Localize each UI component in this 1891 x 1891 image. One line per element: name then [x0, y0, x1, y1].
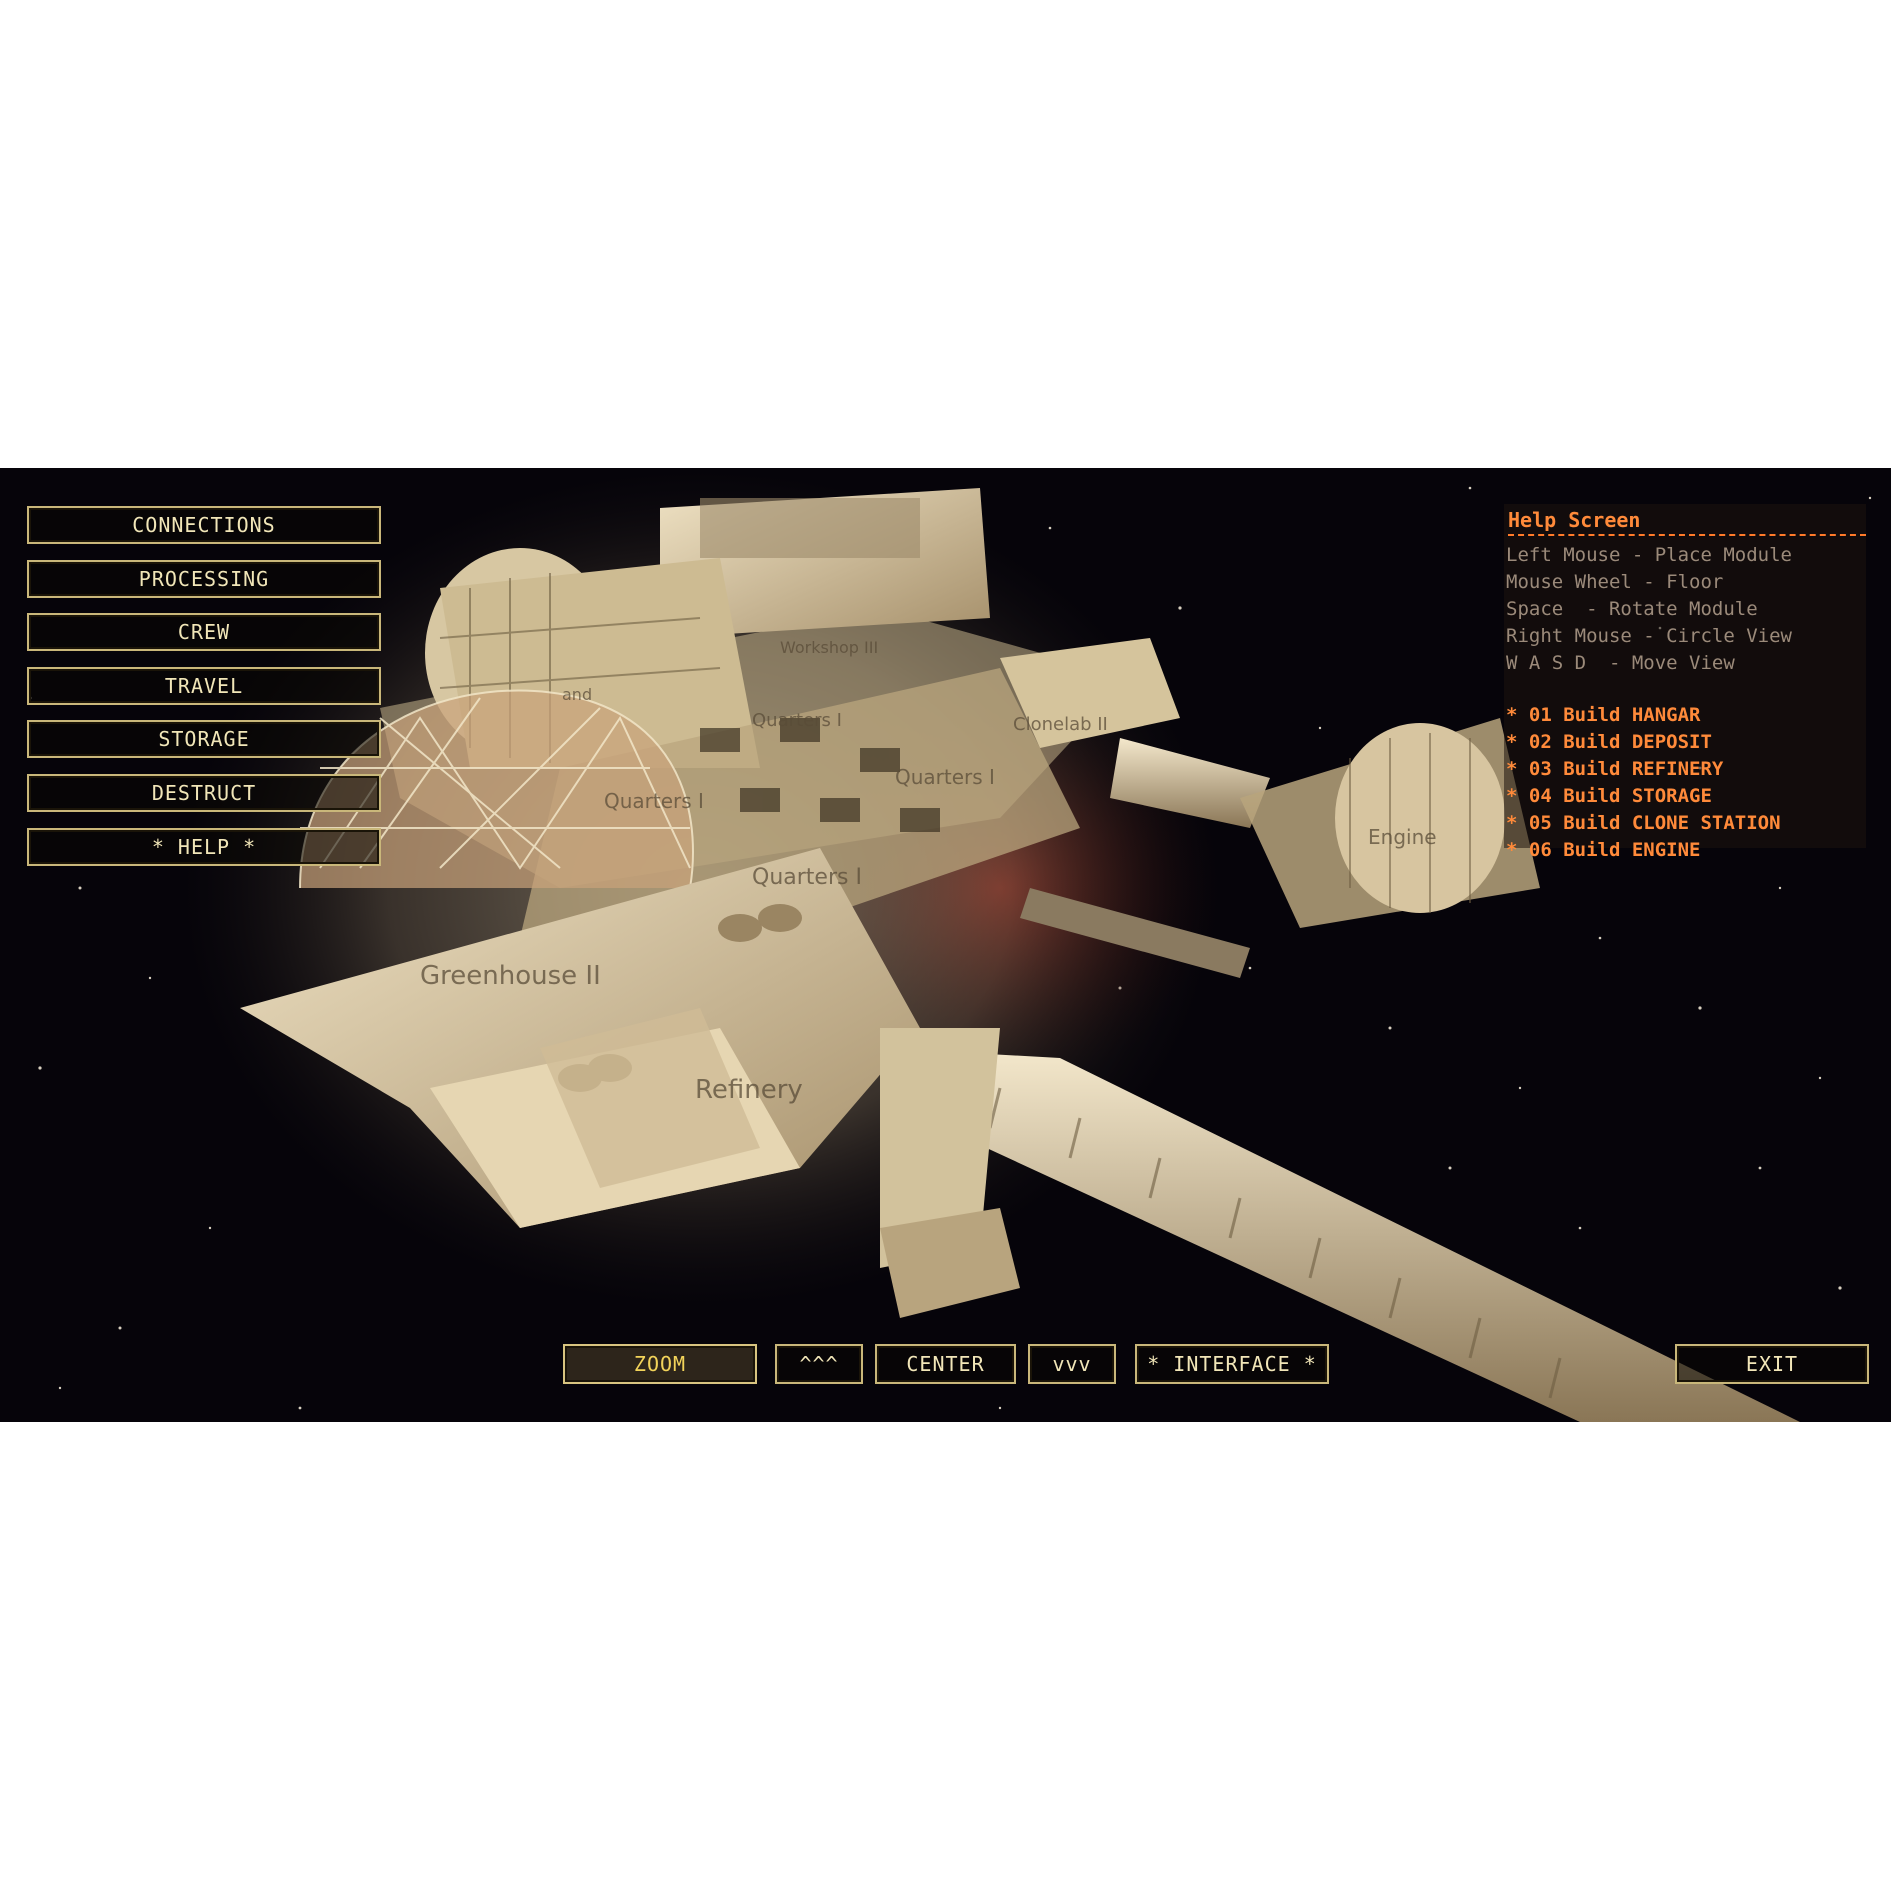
module-label-quarters-a: Quarters I — [752, 710, 842, 731]
build-option-storage[interactable]: * 04 Build STORAGE — [1506, 785, 1712, 807]
help-control-line: Space - Rotate Module — [1506, 598, 1758, 620]
travel-button[interactable]: TRAVEL — [27, 667, 381, 705]
game-viewport[interactable]: Workshop III Quarters I Clonelab II Quar… — [0, 468, 1891, 1422]
help-screen-divider — [1508, 534, 1866, 536]
floor-down-button[interactable]: vvv — [1028, 1344, 1116, 1384]
module-label-workshop: Workshop III — [780, 638, 878, 657]
bullet-icon: * — [1506, 839, 1518, 861]
crew-button[interactable]: CREW — [27, 613, 381, 651]
help-control-line: Mouse Wheel - Floor — [1506, 571, 1724, 593]
processing-button[interactable]: PROCESSING — [27, 560, 381, 598]
help-control-line: W A S D - Move View — [1506, 652, 1735, 674]
help-control-line: Left Mouse - Place Module — [1506, 544, 1792, 566]
bullet-icon: * — [1506, 731, 1518, 753]
bullet-icon: * — [1506, 812, 1518, 834]
module-labels: Workshop III Quarters I Clonelab II Quar… — [420, 638, 1437, 1105]
exit-button[interactable]: EXIT — [1675, 1344, 1869, 1384]
help-screen-title: Help Screen — [1508, 508, 1641, 532]
connections-button[interactable]: CONNECTIONS — [27, 506, 381, 544]
module-label-hangar: and — [562, 685, 592, 704]
storage-button[interactable]: STORAGE — [27, 720, 381, 758]
build-option-engine[interactable]: * 06 Build ENGINE — [1506, 839, 1701, 861]
module-label-engine: Engine — [1368, 825, 1437, 849]
help-button[interactable]: * HELP * — [27, 828, 381, 866]
module-label-refinery: Refinery — [695, 1075, 803, 1105]
module-label-quarters-c: Quarters I — [604, 789, 704, 813]
bullet-icon: * — [1506, 785, 1518, 807]
bullet-icon: * — [1506, 758, 1518, 780]
station-model — [180, 468, 1800, 1422]
module-label-quarters-b: Quarters I — [895, 765, 995, 789]
build-option-refinery[interactable]: * 03 Build REFINERY — [1506, 758, 1724, 780]
destruct-button[interactable]: DESTRUCT — [27, 774, 381, 812]
floor-up-button[interactable]: ^^^ — [775, 1344, 863, 1384]
center-button[interactable]: CENTER — [875, 1344, 1016, 1384]
module-label-greenhouse: Greenhouse II — [420, 961, 601, 991]
module-label-quarters-d: Quarters I — [752, 865, 862, 890]
module-label-clonelab: Clonelab II — [1013, 714, 1108, 735]
bullet-icon: * — [1506, 704, 1518, 726]
interface-button[interactable]: * INTERFACE * — [1135, 1344, 1329, 1384]
build-option-deposit[interactable]: * 02 Build DEPOSIT — [1506, 731, 1712, 753]
build-option-clone-station[interactable]: * 05 Build CLONE STATION — [1506, 812, 1781, 834]
zoom-button[interactable]: ZOOM — [563, 1344, 757, 1384]
build-option-hangar[interactable]: * 01 Build HANGAR — [1506, 704, 1701, 726]
space-station-scene[interactable]: Workshop III Quarters I Clonelab II Quar… — [0, 468, 1891, 1422]
help-control-line: Right Mouse - Circle View — [1506, 625, 1792, 647]
help-screen-panel: Help Screen Left Mouse - Place Module Mo… — [1504, 504, 1866, 861]
